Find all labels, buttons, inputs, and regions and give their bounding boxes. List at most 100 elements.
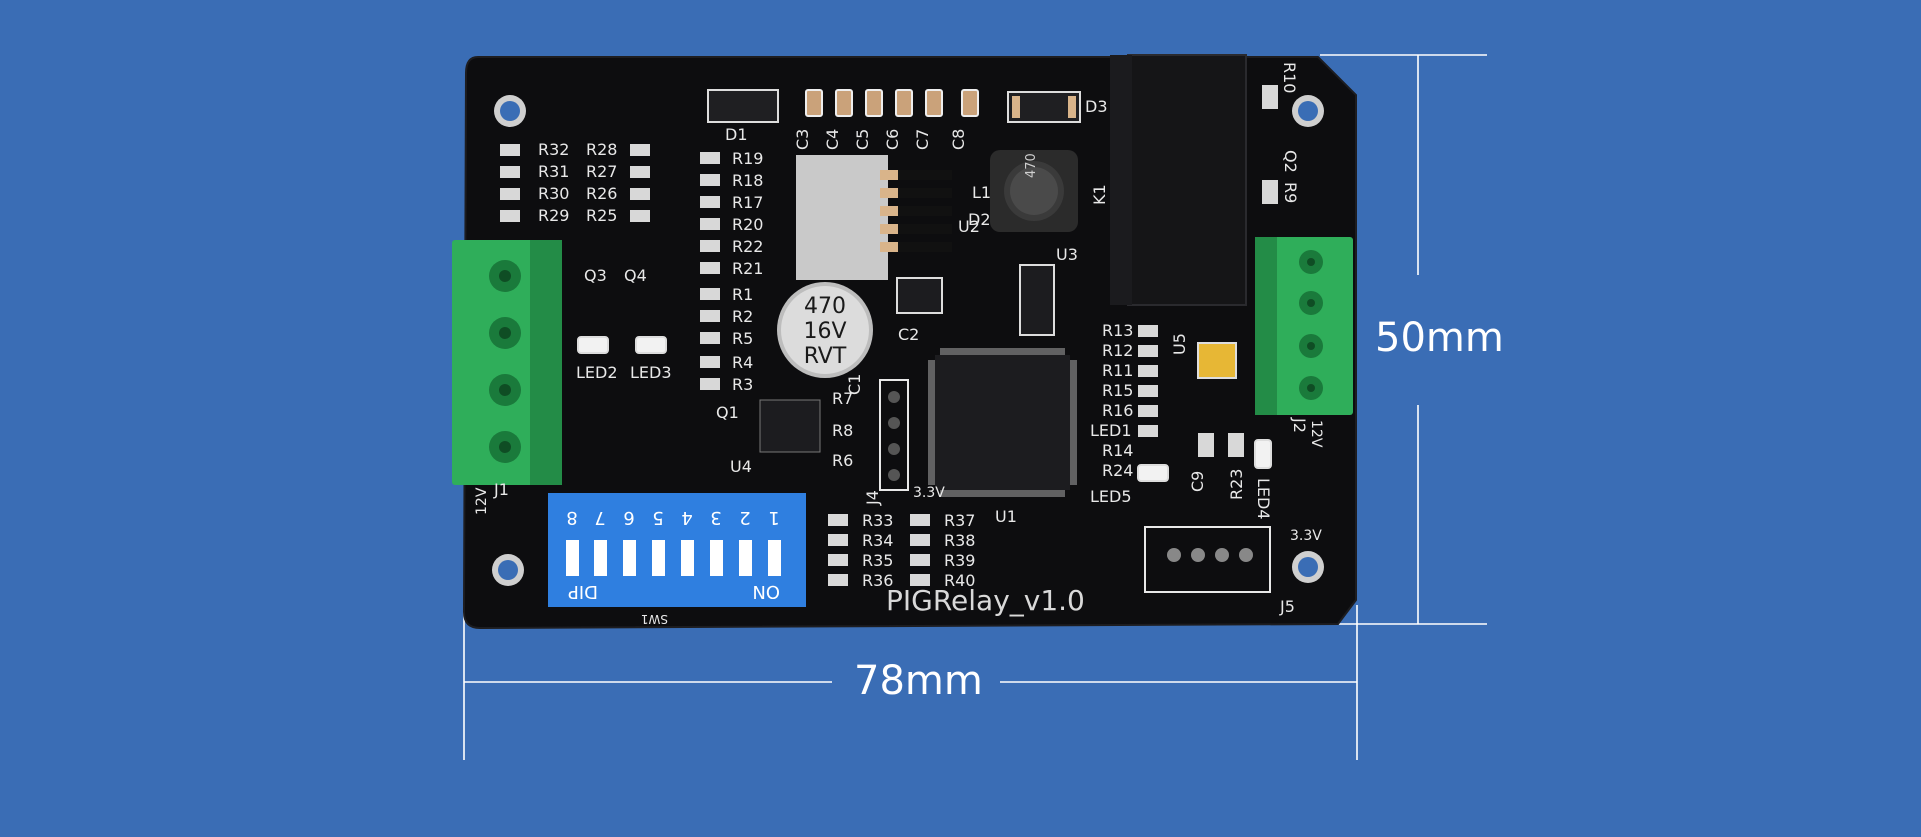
label-led4: LED4 <box>1254 478 1273 520</box>
label-r6: R6 <box>832 451 853 470</box>
voltage-regulator-u2 <box>796 155 952 280</box>
label-12v-left: 12V <box>474 487 490 515</box>
label-d1: D1 <box>725 125 748 144</box>
label-r20: R20 <box>732 215 763 234</box>
label-r38: R38 <box>944 531 975 550</box>
inductor-value: 470 <box>1024 153 1039 178</box>
label-c2: C2 <box>898 325 919 344</box>
dip-switch-sw1 <box>548 493 806 607</box>
terminal-block-j1 <box>452 240 562 485</box>
terminal-block-j2 <box>1255 237 1353 415</box>
label-r19: R19 <box>732 149 763 168</box>
label-r35: R35 <box>862 551 893 570</box>
dip-on: ON <box>752 581 780 602</box>
microcontroller-u1 <box>928 348 1077 497</box>
label-u1: U1 <box>995 507 1017 526</box>
small-ics <box>759 264 1237 453</box>
label-u3: U3 <box>1056 245 1078 264</box>
dimension-lines <box>463 54 1487 760</box>
capacitor-row <box>805 89 979 117</box>
label-q4: Q4 <box>624 266 647 285</box>
label-r10: R10 <box>1280 62 1299 93</box>
label-r28: R28 <box>586 140 617 159</box>
cap-line2: 16V <box>803 319 846 344</box>
dip-number-7: 7 <box>594 507 605 528</box>
label-r14: R14 <box>1102 441 1133 460</box>
label-u2: U2 <box>958 217 980 236</box>
label-r11: R11 <box>1102 361 1133 380</box>
label-r16: R16 <box>1102 401 1133 420</box>
label-u4: U4 <box>730 457 752 476</box>
label-c4: C4 <box>823 129 842 150</box>
label-j5: J5 <box>1279 597 1295 616</box>
label-3v3-j5: 3.3V <box>1290 528 1322 544</box>
label-c8: C8 <box>949 129 968 150</box>
label-q3: Q3 <box>584 266 607 285</box>
label-led2: LED2 <box>576 363 618 382</box>
label-c6: C6 <box>883 129 902 150</box>
inductor-l1 <box>990 150 1078 232</box>
label-r30: R30 <box>538 184 569 203</box>
label-c1: C1 <box>845 374 864 395</box>
label-r33: R33 <box>862 511 893 530</box>
label-r1: R1 <box>732 285 753 304</box>
label-r39: R39 <box>944 551 975 570</box>
label-c3: C3 <box>793 129 812 150</box>
label-d2: D2 <box>968 210 991 229</box>
label-r26: R26 <box>586 184 617 203</box>
label-led3: LED3 <box>630 363 672 382</box>
label-u5: U5 <box>1170 333 1189 355</box>
mounting-holes <box>492 95 1324 586</box>
diodes-top <box>707 89 1081 123</box>
label-r4: R4 <box>732 353 753 372</box>
label-led5: LED5 <box>1090 487 1132 506</box>
pin-headers <box>879 379 1271 593</box>
label-k1: K1 <box>1090 184 1109 205</box>
label-r8: R8 <box>832 421 853 440</box>
label-j4: J4 <box>863 490 882 506</box>
dip-number-1: 1 <box>768 507 779 528</box>
label-c5: C5 <box>853 129 872 150</box>
label-r36: R36 <box>862 571 893 590</box>
label-r22: R22 <box>732 237 763 256</box>
label-r5: R5 <box>732 329 753 348</box>
label-r24: R24 <box>1102 461 1133 480</box>
leds <box>577 336 1272 482</box>
label-r34: R34 <box>862 531 893 550</box>
dip-word: DIP <box>568 581 598 602</box>
label-j1: J1 <box>493 480 509 499</box>
label-r2: R2 <box>732 307 753 326</box>
label-r3: R3 <box>732 375 753 394</box>
label-d3: D3 <box>1085 97 1108 116</box>
label-r31: R31 <box>538 162 569 181</box>
label-r27: R27 <box>586 162 617 181</box>
resistor-pads <box>500 85 1278 586</box>
label-led1: LED1 <box>1090 421 1132 440</box>
label-r25: R25 <box>586 206 617 225</box>
dip-number-4: 4 <box>681 507 692 528</box>
dip-number-2: 2 <box>739 507 750 528</box>
label-r13: R13 <box>1102 321 1133 340</box>
label-r40: R40 <box>944 571 975 590</box>
label-l1: L1 <box>972 183 991 202</box>
label-q1: Q1 <box>716 403 739 422</box>
width-dimension-label: 78mm <box>854 658 983 704</box>
relay-k1 <box>1110 54 1247 306</box>
label-r17: R17 <box>732 193 763 212</box>
label-3v3-j4: 3.3V <box>913 485 945 501</box>
label-r23: R23 <box>1227 469 1246 500</box>
dip-number-8: 8 <box>566 507 577 528</box>
label-r15: R15 <box>1102 381 1133 400</box>
dip-number-5: 5 <box>652 507 663 528</box>
label-r29: R29 <box>538 206 569 225</box>
label-c9: C9 <box>1188 471 1207 492</box>
board-name: PIGRelay_v1.0 <box>886 584 1085 617</box>
dip-number-6: 6 <box>623 507 634 528</box>
height-dimension-label: 50mm <box>1375 315 1504 361</box>
label-r21: R21 <box>732 259 763 278</box>
label-c7: C7 <box>913 129 932 150</box>
label-r32: R32 <box>538 140 569 159</box>
label-q2: Q2 <box>1281 150 1300 173</box>
label-12v-right: 12V <box>1308 420 1324 448</box>
